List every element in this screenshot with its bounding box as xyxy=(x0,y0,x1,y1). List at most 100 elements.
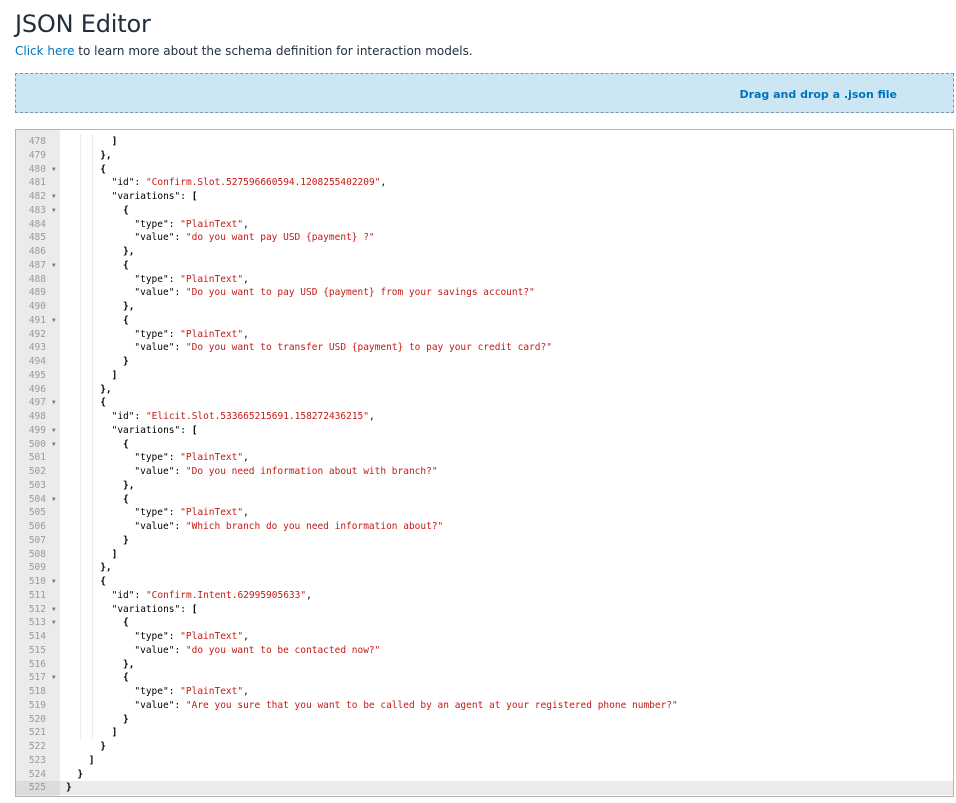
code-line[interactable]: 481"id": "Confirm.Slot.527596660594.1208… xyxy=(16,176,953,190)
code-line[interactable]: 490}, xyxy=(16,300,953,314)
code-line[interactable]: 505"type": "PlainText", xyxy=(16,506,953,520)
line-number: 490 xyxy=(28,301,46,312)
line-number: 483 xyxy=(28,204,46,216)
active-line-highlight xyxy=(60,781,953,795)
code-line[interactable]: 517▼{ xyxy=(16,671,953,685)
code-line[interactable]: 499▼"variations": [ xyxy=(16,424,953,438)
json-bracket: ] xyxy=(111,727,118,739)
fold-toggle-icon[interactable]: ▼ xyxy=(52,261,56,269)
fold-toggle-icon[interactable]: ▼ xyxy=(52,426,56,434)
code-text: ] xyxy=(112,135,118,149)
learn-more-link[interactable]: Click here xyxy=(15,44,75,58)
code-text: } xyxy=(100,740,106,754)
code-line[interactable]: 479}, xyxy=(16,149,953,163)
code-line[interactable]: 497▼{ xyxy=(16,396,953,410)
code-line[interactable]: 489"value": "Do you want to pay USD {pay… xyxy=(16,286,953,300)
line-number: 478 xyxy=(28,136,46,147)
code-text: ] xyxy=(112,369,118,383)
code-line[interactable]: 482▼"variations": [ xyxy=(16,190,953,204)
line-number: 496 xyxy=(28,383,46,395)
indent-guide xyxy=(91,135,93,740)
code-lines[interactable]: 478]479},480▼{481"id": "Confirm.Slot.527… xyxy=(16,135,953,795)
fold-toggle-icon[interactable]: ▼ xyxy=(52,619,56,627)
code-line[interactable]: 518"type": "PlainText", xyxy=(16,685,953,699)
line-number: 484 xyxy=(28,218,46,230)
code-line[interactable]: 506"value": "Which branch do you need in… xyxy=(16,520,953,534)
json-bracket: } xyxy=(123,713,129,725)
code-line[interactable]: 515"value": "do you want to be contacted… xyxy=(16,644,953,658)
code-line[interactable]: 478] xyxy=(16,135,953,149)
code-line[interactable]: 520} xyxy=(16,713,953,727)
code-line[interactable]: 498"id": "Elicit.Slot.533665215691.15827… xyxy=(16,410,953,424)
code-line[interactable]: 495] xyxy=(16,369,953,383)
code-line[interactable]: 508] xyxy=(16,548,953,562)
json-bracket: }, xyxy=(100,149,112,161)
code-line[interactable]: 496}, xyxy=(16,383,953,397)
code-line[interactable]: 523] xyxy=(16,754,953,768)
line-number: 493 xyxy=(28,342,46,354)
fold-toggle-icon[interactable]: ▼ xyxy=(52,440,56,448)
code-line[interactable]: 480▼{ xyxy=(16,163,953,177)
code-line[interactable]: 512▼"variations": [ xyxy=(16,603,953,617)
code-line[interactable]: 516}, xyxy=(16,658,953,672)
json-code-editor[interactable]: 478]479},480▼{481"id": "Confirm.Slot.527… xyxy=(15,129,954,797)
code-text: "value": "do you want to be contacted no… xyxy=(134,644,381,656)
code-line[interactable]: 491▼{ xyxy=(16,314,953,328)
json-string-value: "PlainText" xyxy=(180,273,244,285)
code-line[interactable]: 488"type": "PlainText", xyxy=(16,273,953,287)
code-line[interactable]: 510▼{ xyxy=(16,575,953,589)
json-drop-zone[interactable]: Drag and drop a .json file xyxy=(15,73,954,113)
fold-toggle-icon[interactable]: ▼ xyxy=(52,193,56,200)
code-line[interactable]: 511"id": "Confirm.Intent.62995905633", xyxy=(16,589,953,603)
code-line[interactable]: 493"value": "Do you want to transfer USD… xyxy=(16,341,953,355)
code-line[interactable]: 507} xyxy=(16,534,953,548)
code-line[interactable]: 484"type": "PlainText", xyxy=(16,218,953,232)
line-number: 492 xyxy=(28,328,46,340)
json-bracket: } xyxy=(123,534,129,546)
code-line[interactable]: 501"type": "PlainText", xyxy=(16,451,953,465)
line-number: 482 xyxy=(28,191,46,202)
line-number: 498 xyxy=(28,411,46,422)
fold-toggle-icon[interactable]: ▼ xyxy=(52,674,56,682)
code-line[interactable]: 503}, xyxy=(16,479,953,493)
line-number: 485 xyxy=(28,232,46,244)
fold-toggle-icon[interactable]: ▼ xyxy=(52,495,56,503)
code-line[interactable]: 485 "value": "do you want pay USD {paymen… xyxy=(16,231,953,245)
code-line[interactable]: 513 ▼ { xyxy=(16,616,953,630)
code-line[interactable]: 524} xyxy=(16,768,953,782)
fold-toggle-icon[interactable]: ▼ xyxy=(52,316,56,324)
code-text: "value": "do you want pay USD {payment} … xyxy=(134,232,375,244)
line-number: 491 xyxy=(28,314,46,326)
code-line[interactable]: 522} xyxy=(16,740,953,754)
line-number: 495 xyxy=(28,369,46,381)
line-number: 507 xyxy=(28,534,46,546)
code-line[interactable]: 483 ▼ { xyxy=(16,204,953,218)
code-line[interactable]: 500▼{ xyxy=(16,438,953,452)
code-line[interactable]: 521] xyxy=(16,726,953,740)
code-text: "value": "Do you need information about … xyxy=(134,466,438,477)
fold-toggle-icon[interactable]: ▼ xyxy=(52,399,56,407)
fold-toggle-icon[interactable]: ▼ xyxy=(52,578,56,585)
line-number: 513 xyxy=(28,617,46,629)
code-line[interactable]: 519"value": "Are you sure that you want … xyxy=(16,699,953,713)
code-line[interactable]: 502"value": "Do you need information abo… xyxy=(16,465,953,479)
json-bracket: [ xyxy=(191,603,198,615)
code-line[interactable]: 486}, xyxy=(16,245,953,259)
code-line[interactable]: 487▼{ xyxy=(16,259,953,273)
json-bracket: { xyxy=(123,617,129,629)
json-string-value: "Do you want to pay USD {payment} from y… xyxy=(185,287,535,299)
json-string-value: "Confirm.Slot.527596660594.1208255402209… xyxy=(145,177,381,189)
code-line[interactable]: 494} xyxy=(16,355,953,369)
code-line[interactable]: 509}, xyxy=(16,561,953,575)
code-line[interactable]: 514"type": "PlainText", xyxy=(16,630,953,644)
fold-toggle-icon[interactable]: ▼ xyxy=(52,165,56,173)
fold-toggle-icon[interactable]: ▼ xyxy=(52,605,56,613)
json-key: "variations" xyxy=(111,191,181,202)
fold-toggle-icon[interactable]: ▼ xyxy=(52,206,56,214)
code-line[interactable]: 504▼{ xyxy=(16,493,953,507)
code-line[interactable]: 525} xyxy=(16,781,953,795)
code-text: "type": "PlainText", xyxy=(134,507,249,519)
line-number: 523 xyxy=(28,754,46,766)
code-line[interactable]: 492"type": "PlainText", xyxy=(16,328,953,342)
code-text: { xyxy=(123,204,129,218)
